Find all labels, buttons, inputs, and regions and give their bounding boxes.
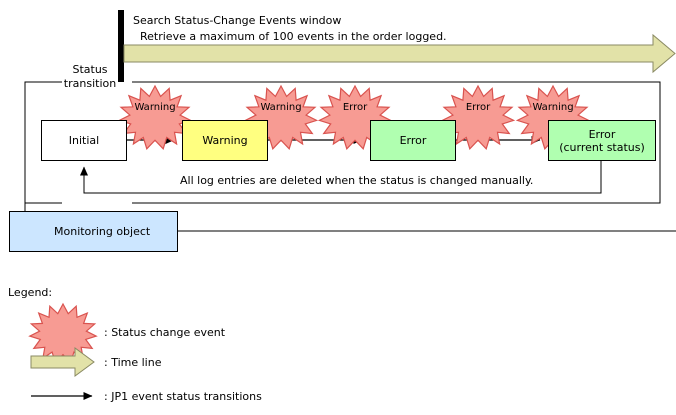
event-burst-1 (117, 84, 193, 150)
state-box-error[interactable]: Error (370, 120, 456, 161)
status-transition-label-line1: Status (72, 63, 108, 76)
event-label-4: Error (465, 102, 491, 113)
legend-item-status-change-event: : Status change event (104, 326, 226, 339)
monitoring-object-label: Monitoring object (54, 225, 151, 238)
state-label-error-current: Error (588, 127, 616, 141)
legend-title: Legend: (8, 286, 53, 299)
event-label-2: Warning (260, 102, 302, 113)
manual-reset-note: All log entries are deleted when the sta… (180, 174, 534, 187)
legend-item-event-status-transitions: : JP1 event status transitions (104, 390, 262, 403)
legend-block-arrow-icon (30, 347, 95, 377)
event-label-3: Error (342, 102, 368, 113)
state-sublabel-error-current: (current status) (559, 140, 645, 154)
state-box-error-current[interactable]: Error (current status) (548, 120, 656, 161)
event-label-5: Warning (532, 102, 574, 113)
legend-starburst-icon (28, 302, 98, 364)
state-label-error: Error (399, 134, 427, 147)
event-label-1: Warning (134, 102, 176, 113)
status-transition-label-line2: transition (63, 77, 117, 90)
state-box-initial[interactable]: Initial (41, 120, 127, 161)
state-label-initial: Initial (68, 134, 100, 147)
monitoring-object-box[interactable]: Monitoring object (9, 211, 178, 252)
state-label-warning: Warning (202, 134, 248, 147)
legend-item-time-line: : Time line (104, 356, 162, 369)
state-box-warning[interactable]: Warning (182, 120, 268, 161)
search-window-title: Search Status-Change Events window (133, 14, 342, 27)
search-window-description: Retrieve a maximum of 100 events in the … (140, 30, 447, 43)
